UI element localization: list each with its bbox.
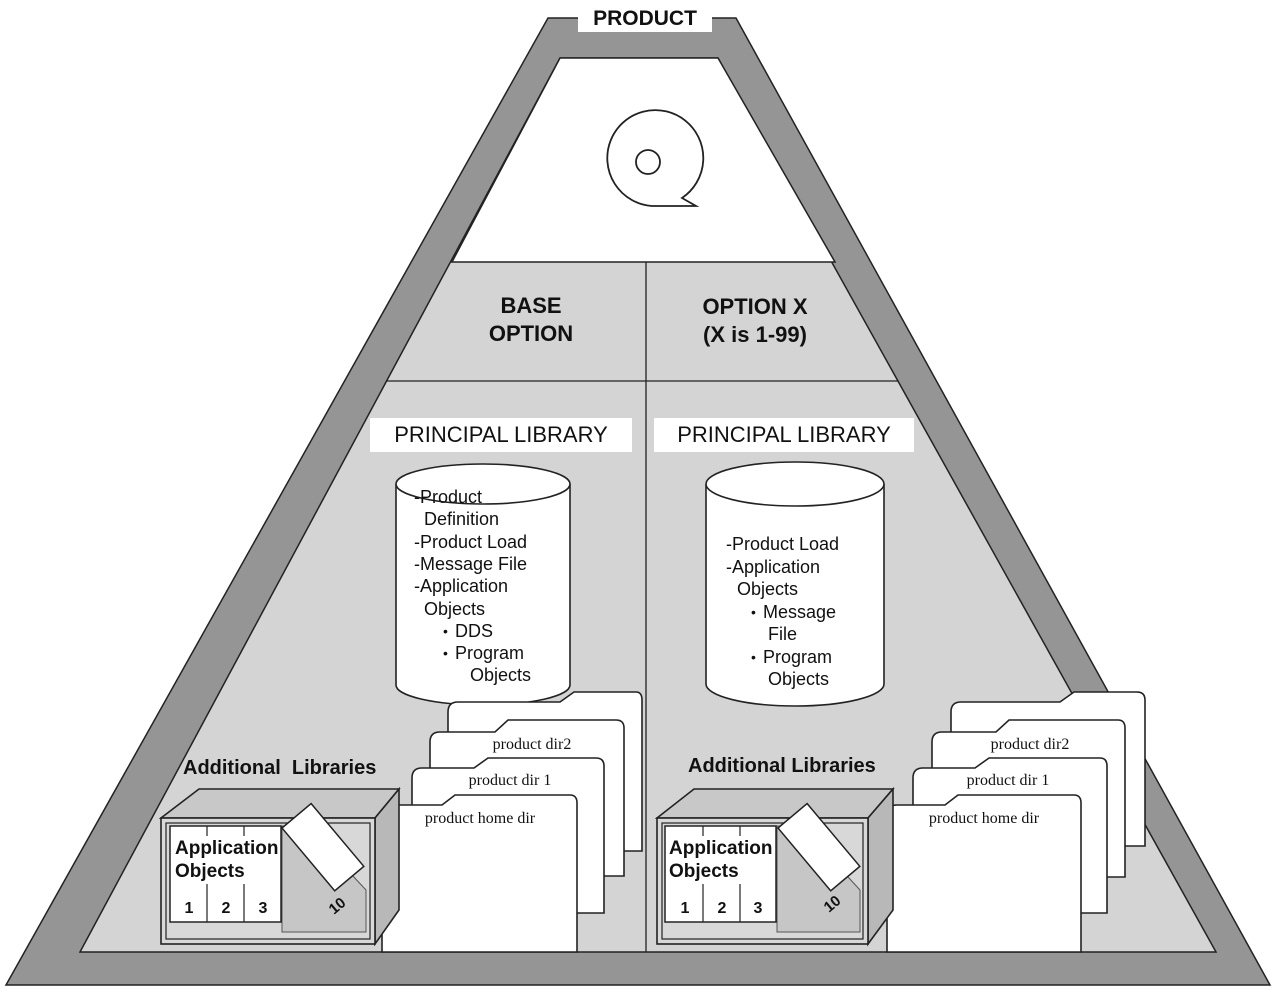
folder-label-dir1: product dir 1	[469, 772, 552, 789]
option-x-line2: (X is 1-99)	[703, 322, 807, 347]
slot-number: 1	[681, 900, 690, 917]
folder-label-dir2: product dir2	[991, 736, 1070, 753]
slot-number: 2	[718, 900, 727, 917]
base-folder-stack	[381, 691, 643, 953]
base-lib-item: -Product Load	[414, 532, 527, 552]
additional-libraries-label-left: Additional Libraries	[183, 757, 376, 779]
principal-library-label-right: PRINCIPAL LIBRARY	[677, 422, 891, 447]
folder-label-home: product home dir	[929, 810, 1040, 827]
application-objects-line2: Objects	[175, 861, 245, 882]
bullet: •	[751, 604, 756, 620]
option-lib-item: Objects	[737, 579, 798, 599]
slot-number: 3	[754, 900, 763, 917]
principal-library-label-left: PRINCIPAL LIBRARY	[394, 422, 608, 447]
option-lib-item: Objects	[768, 669, 829, 689]
additional-libraries-label-right: Additional Libraries	[688, 755, 876, 777]
bullet: •	[443, 623, 448, 639]
base-lib-item: Definition	[424, 509, 499, 529]
tape-reel-icon	[606, 109, 705, 207]
option-lib-item: File	[768, 624, 797, 644]
base-lib-item: -Application	[414, 576, 508, 596]
application-objects-line1: Application	[175, 838, 278, 859]
bullet: •	[751, 649, 756, 665]
folder-label-dir2: product dir2	[493, 736, 572, 753]
base-option-line1: BASE	[500, 293, 561, 318]
base-lib-item: Objects	[470, 665, 531, 685]
option-lib-item: Program	[763, 647, 832, 667]
slot-number: 1	[185, 900, 194, 917]
base-lib-item: -Message File	[414, 554, 527, 574]
folder-label-home: product home dir	[425, 810, 536, 827]
option-lib-item: Message	[763, 602, 836, 622]
option-lib-item: -Product Load	[726, 534, 839, 554]
base-option-line2: OPTION	[489, 321, 573, 346]
base-principal-library-cylinder	[395, 463, 571, 706]
application-objects-line2: Objects	[669, 861, 739, 882]
base-lib-item: -Product	[414, 487, 482, 507]
option-folder-stack	[886, 691, 1146, 953]
product-label: PRODUCT	[593, 7, 697, 30]
option-principal-library-cylinder	[705, 461, 885, 707]
base-lib-item: Program	[455, 643, 524, 663]
slot-number: 2	[222, 900, 231, 917]
base-lib-item: Objects	[424, 599, 485, 619]
option-x-line1: OPTION X	[702, 294, 807, 319]
base-lib-item: DDS	[455, 621, 493, 641]
option-lib-item: -Application	[726, 557, 820, 577]
folder-label-dir1: product dir 1	[967, 772, 1050, 789]
application-objects-line1: Application	[669, 838, 772, 859]
slot-number: 3	[259, 900, 268, 917]
bullet: •	[443, 645, 448, 661]
